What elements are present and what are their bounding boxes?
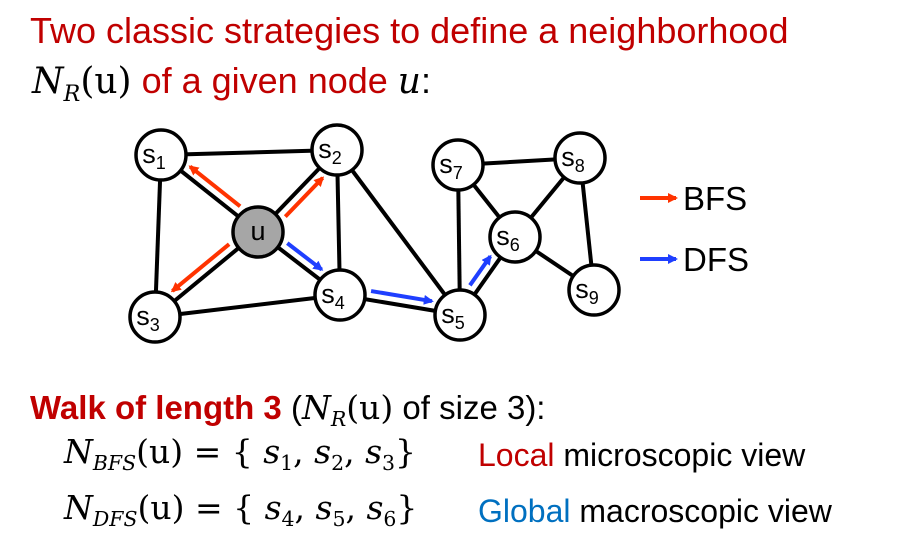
bfs-formula: NBFS(u) = { s1, s2, s3} [64, 432, 417, 476]
bfs-arrow-u-s3 [170, 242, 231, 293]
walk-heading: Walk of length 3 (NR(u) of size 3): [30, 388, 546, 432]
dfs-arrow-u-s4 [286, 241, 324, 272]
edge-s1-s3 [153, 154, 163, 318]
legend-dfs-label: DFS [683, 241, 749, 278]
dfs-formula: NDFS(u) = { s4, s5, s6} [64, 488, 418, 532]
edge-s3-s4 [154, 293, 341, 319]
node-s2: s2 [310, 123, 364, 177]
bfs-description: Local microscopic view [478, 437, 806, 473]
node-s7: s7 [431, 138, 485, 192]
bfs-arrow-u-s1 [188, 165, 242, 208]
node-s1: s1 [134, 128, 188, 182]
edge-s2-s5 [335, 148, 462, 317]
neighborhood-symbol: NR(u) [32, 61, 132, 107]
title-line-2: NR(u) of a given node u: [32, 60, 431, 107]
bfs-arrow-u-s2 [283, 176, 325, 219]
node-s8: s8 [553, 131, 607, 185]
title-line-1: Two classic strategies to define a neigh… [30, 10, 789, 51]
legend-bfs-label: BFS [683, 180, 747, 217]
node-label-u: u [250, 216, 265, 246]
node-s6: s6 [488, 210, 542, 264]
node-s5: s5 [433, 288, 487, 342]
node-u: u [231, 205, 285, 259]
dfs-arrow-s5-s6 [468, 254, 492, 287]
node-s9: s9 [567, 263, 621, 317]
node-s3: s3 [128, 290, 182, 344]
dfs-description: Global macroscopic view [478, 493, 832, 529]
node-s4: s4 [313, 268, 367, 322]
edge-s1-s2 [160, 148, 338, 157]
dfs-arrow-s4-s5 [370, 289, 434, 305]
